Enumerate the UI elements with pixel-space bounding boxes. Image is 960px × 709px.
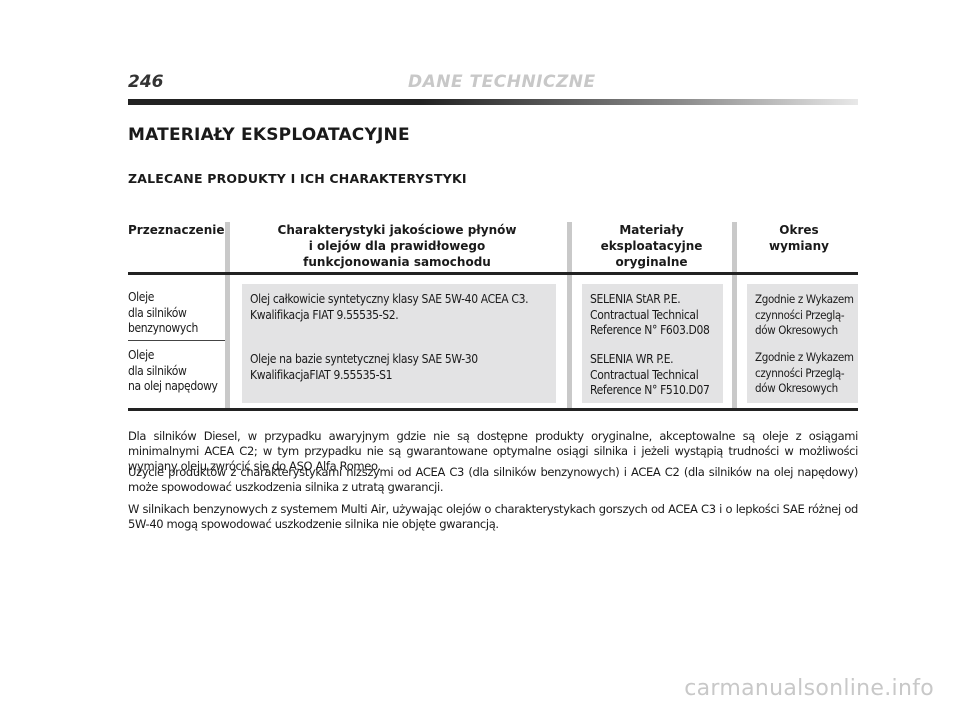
cell-line: SELENIA WR P.E.	[590, 352, 674, 366]
product-background	[582, 284, 723, 403]
cell-line: dów Okresowych	[755, 323, 838, 337]
cell-line: Olej całkowicie syntetyczny klasy SAE 5W…	[250, 292, 529, 306]
note-paragraph: Dla silników Diesel, w przypadku awaryjn…	[128, 429, 858, 473]
column-separator	[225, 222, 230, 411]
table-row-purpose: Oleje dla silników benzynowych	[128, 290, 223, 337]
cell-line: Contractual Technical	[590, 367, 699, 382]
table-row-product: SELENIA StAR P.E. Contractual Technical …	[590, 292, 722, 339]
header-product-line: oryginalne	[615, 255, 688, 269]
section-title: MATERIAŁY EKSPLOATACYJNE	[128, 125, 410, 145]
table-row-interval: Zgodnie z Wykazem czynności Przeglą- dów…	[755, 350, 858, 397]
watermark: carmanualsonline.info	[684, 676, 934, 701]
header-spec-line: Charakterystyki jakościowe płynów	[277, 223, 517, 237]
section-subtitle: ZALECANE PRODUKTY I ICH CHARAKTERYSTYKI	[128, 171, 467, 186]
interval-background	[747, 284, 858, 403]
table-bottom-rule	[128, 408, 858, 411]
header-product: Materiały eksploatacyjne oryginalne	[574, 222, 729, 270]
header-spec: Charakterystyki jakościowe płynów i olej…	[232, 222, 562, 270]
cell-line: SELENIA StAR P.E.	[590, 292, 681, 306]
header-interval-line: wymiany	[769, 239, 829, 253]
cell-line: Zgodnie z Wykazem	[755, 350, 854, 364]
table-row-spec: Oleje na bazie syntetycznej klasy SAE 5W…	[250, 352, 550, 383]
cell-line: dla silników	[128, 363, 187, 378]
column-separator	[732, 222, 737, 411]
cell-line: Reference N° F510.D07	[590, 383, 710, 397]
cell-line: na olej napędowy	[128, 379, 218, 393]
header-interval: Okres wymiany	[740, 222, 858, 254]
running-title: DANE TECHNICZNE	[408, 72, 596, 92]
cell-line: dów Okresowych	[755, 381, 838, 395]
table-header-rule	[128, 272, 858, 275]
header-product-line: Materiały	[619, 223, 684, 237]
cell-line: KwalifikacjaFIAT 9.55535-S1	[250, 367, 393, 382]
table-row-spec: Olej całkowicie syntetyczny klasy SAE 5W…	[250, 292, 550, 323]
table-row-product: SELENIA WR P.E. Contractual Technical Re…	[590, 352, 722, 399]
header-purpose: Przeznaczenie	[128, 222, 225, 238]
column-separator	[567, 222, 572, 411]
cell-line: Oleje	[128, 290, 155, 304]
table-row-rule	[128, 340, 225, 341]
header-interval-line: Okres	[779, 223, 819, 237]
cell-line: Contractual Technical	[590, 307, 699, 322]
table-row-interval: Zgodnie z Wykazem czynności Przeglą- dów…	[755, 292, 858, 339]
cell-line: czynności Przeglą-	[755, 307, 845, 322]
cell-line: dla silników	[128, 305, 187, 320]
header-product-line: eksploatacyjne	[600, 239, 703, 253]
header-spec-line: funkcjonowania samochodu	[303, 255, 491, 269]
cell-line: Oleje na bazie syntetycznej klasy SAE 5W…	[250, 352, 478, 366]
header-rule	[128, 99, 858, 105]
cell-line: Zgodnie z Wykazem	[755, 292, 854, 306]
cell-line: benzynowych	[128, 321, 198, 335]
cell-line: Kwalifikacja FIAT 9.55535-S2.	[250, 307, 399, 322]
header-purpose-text: Przeznaczenie	[128, 223, 225, 237]
cell-line: Reference N° F603.D08	[590, 323, 710, 337]
page-number: 246	[128, 72, 164, 92]
products-table: Przeznaczenie Charakterystyki jakościowe…	[128, 218, 858, 414]
note-paragraph: W silnikach benzynowych z systemem Multi…	[128, 502, 858, 531]
header-spec-line: i olejów dla prawidłowego	[308, 239, 486, 253]
note-paragraph: Użycie produktów z charakterystykami niż…	[128, 465, 858, 494]
cell-line: Oleje	[128, 348, 155, 362]
cell-line: czynności Przeglą-	[755, 365, 845, 380]
table-row-purpose: Oleje dla silników na olej napędowy	[128, 348, 223, 395]
spec-background	[242, 284, 556, 403]
